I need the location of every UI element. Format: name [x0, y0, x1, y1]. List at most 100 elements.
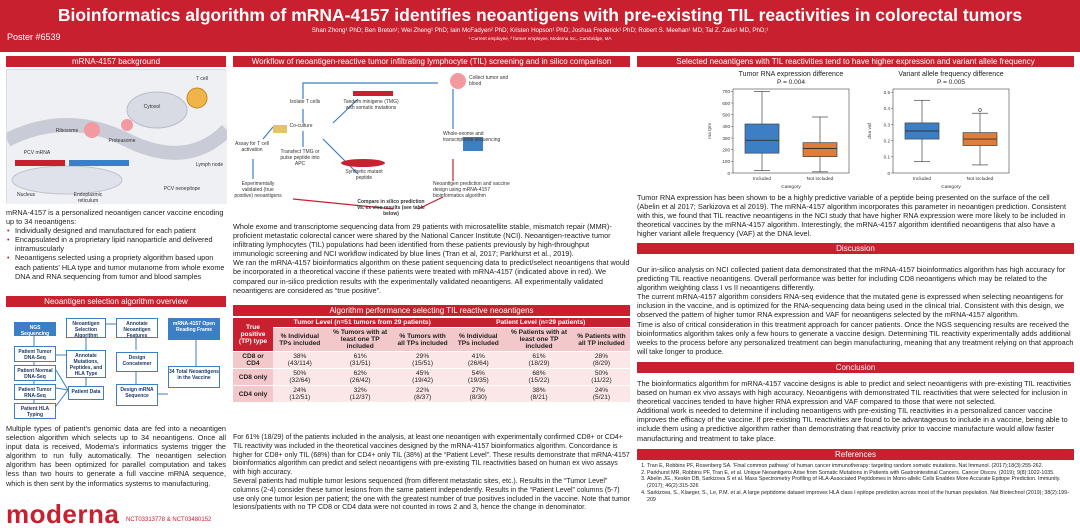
wf-label: Assay for T cell activation: [235, 141, 269, 153]
y-tick-label: 300: [722, 136, 730, 141]
y-tick-label: 0.2: [884, 138, 891, 143]
table-row: CD4 only 24%(12/51) 32%(12/37) 22%(8/37)…: [233, 385, 630, 403]
bullet: Neoantigens selected using a propriety a…: [7, 253, 226, 280]
box-annotate-mutations: Annotate Mutations, Peptides, and HLA Ty…: [66, 350, 106, 378]
fig-label: Nucleus: [16, 192, 36, 198]
discussion-text: Our in-silico analysis on NCI collected …: [637, 265, 1074, 356]
row-label: CD8 only: [233, 368, 273, 386]
y-tick-label: 400: [722, 124, 730, 129]
authors: Shan Zhong¹ PhD; Ben Breton¹; Wei Zheng¹…: [311, 27, 769, 34]
y-tick-label: 200: [722, 147, 730, 152]
y-tick-label: 0.1: [884, 155, 891, 160]
table-cell: 54%(19/35): [451, 368, 506, 386]
table-col-header: % Individual TPs included: [273, 327, 327, 352]
wf-label: Tandem minigene (TMG) with somatic mutat…: [343, 99, 399, 111]
x-tick-label: Not included: [807, 176, 834, 182]
table-col-header: % Tumors with all TPs included: [393, 327, 452, 352]
row-label: CD8 or CD4: [233, 351, 273, 369]
moderna-logo: moderna: [6, 499, 120, 528]
box-tumor-dna: Patient Tumor DNA-Seq: [14, 346, 56, 362]
background-figure: Cytosol T cell Ribosome Proteasome PCV m…: [3, 69, 232, 204]
box-design-concatemer: Design Concatemer: [116, 352, 158, 372]
chart-title: Variant allele frequency difference: [898, 71, 1003, 78]
box-annotate-features: Annotate Neoantigen Features: [116, 318, 158, 339]
chart-subtitle: P = 0.005: [937, 79, 965, 86]
table-row: CD8 or CD4 38%(43/114) 61%(31/51) 29%(15…: [233, 351, 630, 369]
workflow-text: Whole exome and transcriptome sequencing…: [233, 222, 630, 295]
background-text: mRNA-4157 is a personalized neoantigen c…: [6, 208, 226, 281]
bullet: Encapsulated in a proprietary lipid nano…: [7, 235, 226, 253]
wf-label: Co-culture: [289, 123, 313, 129]
vaccine-mechanism-diagram: [3, 70, 232, 204]
fig-label: Endoplasmic reticulum: [73, 192, 103, 204]
y-tick-label: 700: [722, 89, 730, 94]
wf-label: Transfect TMG or pulse peptide into APC: [280, 149, 320, 167]
box-ngs-sequencing: NGS Sequencing: [14, 322, 56, 337]
workflow-diagram: Collect tumor and blood Isolate T cells …: [233, 69, 630, 219]
wf-label: Experimentally validated (true positive)…: [234, 181, 282, 199]
table-cell: 38%(43/114): [273, 351, 327, 369]
table-cell: 27%(8/30): [451, 385, 506, 403]
box-not-included: [802, 142, 838, 158]
performance-paragraph-2: Several patients had multiple tumor lesi…: [233, 477, 630, 512]
fig-label: Lymph node: [195, 162, 224, 168]
table-group-tumor: Tumor Level (n=51 tumors from 29 patient…: [273, 318, 452, 328]
table-cell: 45%(19/42): [393, 368, 452, 386]
background-intro: mRNA-4157 is a personalized neoantigen c…: [6, 208, 224, 227]
y-tick-label: 100: [722, 159, 730, 164]
discussion-paragraph-3: Time is also of critical consideration i…: [637, 319, 1074, 356]
section-selection-header: Neoantigen selection algorithm overview: [6, 296, 226, 307]
y-axis-label: dna vaf: [867, 122, 873, 138]
table-cell: 24%(12/51): [273, 385, 327, 403]
wf-label: Isolate T cells: [289, 99, 321, 105]
section-conclusion-header: Conclusion: [637, 362, 1074, 373]
fig-label: Ribosome: [55, 128, 79, 134]
section-workflow-header: Workflow of neoantigen-reactive tumor in…: [233, 56, 630, 67]
fig-label: T cell: [196, 76, 208, 82]
selection-text: Multiple types of patient's genomic data…: [6, 424, 226, 488]
x-axis-label: Category: [781, 184, 801, 190]
table-cell: 61%(31/51): [326, 351, 394, 369]
row-label: CD4 only: [233, 385, 273, 403]
bullet: Individually designed and manufactured f…: [7, 226, 226, 235]
outlier-point: [978, 108, 982, 112]
box-34-neoantigens: 34 Total Neoantigens in the Vaccine: [168, 366, 220, 388]
box-selection-algorithm: Neoantigen Selection Algorithm: [66, 318, 106, 339]
section-references-header: References: [637, 449, 1074, 460]
selected-text: Tumor RNA expression has been shown to b…: [637, 193, 1066, 239]
box-included: [744, 123, 780, 154]
wf-label: Whole-exome and transcriptome sequencing: [443, 131, 501, 143]
selection-flowchart: NGS Sequencing Patient Tumor DNA-Seq Pat…: [6, 310, 226, 420]
performance-table: True positive (TP) type Tumor Level (n=5…: [233, 318, 630, 403]
reference-item: Parkhurst MR, Robbins PF, Tran E, et al.…: [647, 470, 1074, 477]
section-discussion-header: Discussion: [637, 243, 1074, 254]
section-selected-header: Selected neoantigens with TIL reactiviti…: [637, 56, 1074, 67]
table-col-header: % Tumors with at least one TP included: [326, 327, 394, 352]
reference-item: Abelin JG., Keskin DB, Sarkizova S et al…: [647, 476, 1074, 489]
poster-title: Bioinformatics algorithm of mRNA-4157 id…: [57, 5, 1023, 25]
table-col-header: % Patients with at least one TP included: [505, 327, 573, 352]
table-group-patient: Patient Level (n=29 patients): [451, 318, 630, 328]
box-design-mrna: Design mRNA Sequence: [116, 384, 158, 406]
y-tick-label: 0.5: [884, 90, 891, 95]
table-row: CD8 only 50%(32/64) 62%(26/42) 45%(19/42…: [233, 368, 630, 386]
box-patient-data: Patient Data: [68, 386, 104, 400]
fig-label: PCV neoepitope: [163, 186, 201, 192]
poster-header: Bioinformatics algorithm of mRNA-4157 id…: [0, 0, 1080, 52]
fig-label: Cytosol: [143, 104, 161, 110]
workflow-arrows: [252, 73, 483, 210]
table-cell: 61%(18/29): [505, 351, 573, 369]
x-tick-label: Included: [913, 176, 931, 182]
conclusion-paragraph-1: The bioinformatics algorithm for mRNA-41…: [637, 379, 1071, 407]
table-cell: 41%(26/64): [451, 351, 506, 369]
table-cell: 22%(8/37): [393, 385, 452, 403]
table-corner: True positive (TP) type: [233, 318, 273, 352]
discussion-paragraph-1: Our in-silico analysis on NCI collected …: [637, 265, 1066, 293]
x-tick-label: Included: [753, 176, 771, 182]
trial-ids: NCT03313778 & NCT03480152: [126, 517, 212, 523]
y-tick-label: 0.4: [884, 106, 891, 111]
box-hla-typing: Patient HLA Typing: [14, 403, 56, 419]
fig-label: PCV mRNA: [23, 150, 51, 156]
wf-label: Compare in silico prediction vs. ex vivo…: [357, 199, 425, 217]
